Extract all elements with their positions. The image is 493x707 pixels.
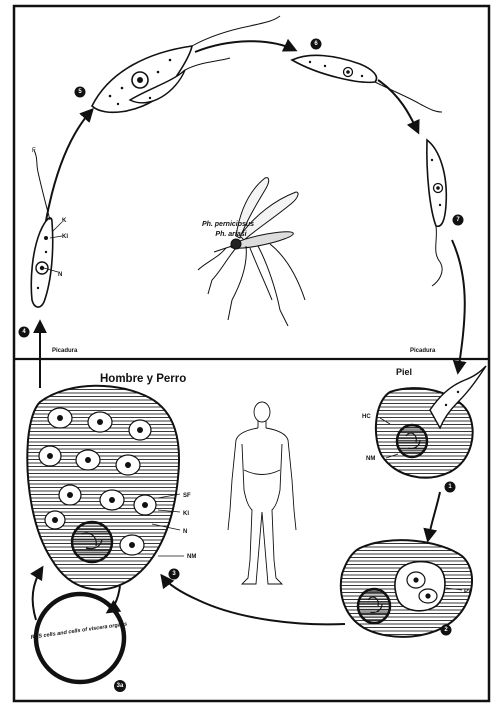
step-badge-7: 7 (453, 215, 464, 226)
arrow-6-to-7 (378, 80, 418, 132)
arrow-1-to-2 (428, 492, 440, 540)
step-badge-3a: 3a (114, 680, 126, 692)
label-hc: HC (362, 414, 371, 420)
label-nm-skin: NM (366, 456, 375, 462)
label-kinetoplast-bottom: Kl (183, 511, 189, 517)
label-flagellum: F (32, 148, 36, 154)
bite-label-left: Picadura (52, 348, 78, 354)
vector-name-1: Ph. perniciosus (202, 221, 254, 228)
infected-cell-vacuole (341, 540, 472, 637)
step-badge-3: 3 (169, 569, 180, 580)
svg-text:3a: 3a (117, 683, 124, 689)
label-nucleus-bottom: N (183, 529, 187, 535)
step-badge-5: 5 (75, 87, 86, 98)
arrow-5-to-6 (195, 41, 295, 52)
human-figure (228, 402, 296, 584)
promastigote-stage-7 (427, 140, 446, 286)
step-badge-6: 6 (311, 39, 322, 50)
infected-macrophage (27, 386, 184, 590)
sandfly-illustration (198, 178, 305, 326)
label-pv: PV (464, 589, 472, 595)
step-badge-1: 1 (445, 482, 456, 493)
label-nm-bottom: NM (187, 554, 196, 560)
label-kinetoplast-top: Kl (62, 234, 68, 240)
label-sf: SF (183, 493, 191, 499)
label-nucleus-top: N (58, 272, 62, 278)
arrow-3a-to-3 (33, 568, 42, 620)
promastigote-stage-6 (292, 55, 442, 112)
host-title: Hombre y Perro (100, 373, 186, 385)
bite-label-right: Picadura (410, 348, 436, 354)
promastigote-stage-5 (92, 16, 280, 112)
step-badge-4: 4 (19, 327, 30, 338)
skin-host-cell (376, 366, 486, 478)
arrow-2-to-3 (162, 576, 345, 624)
label-k: K (62, 218, 67, 224)
step-badge-2: 2 (441, 625, 452, 636)
vector-name-2: Ph. ariasi (215, 231, 247, 238)
arrow-7-to-1 (452, 240, 465, 372)
skin-label: Piel (396, 367, 412, 377)
